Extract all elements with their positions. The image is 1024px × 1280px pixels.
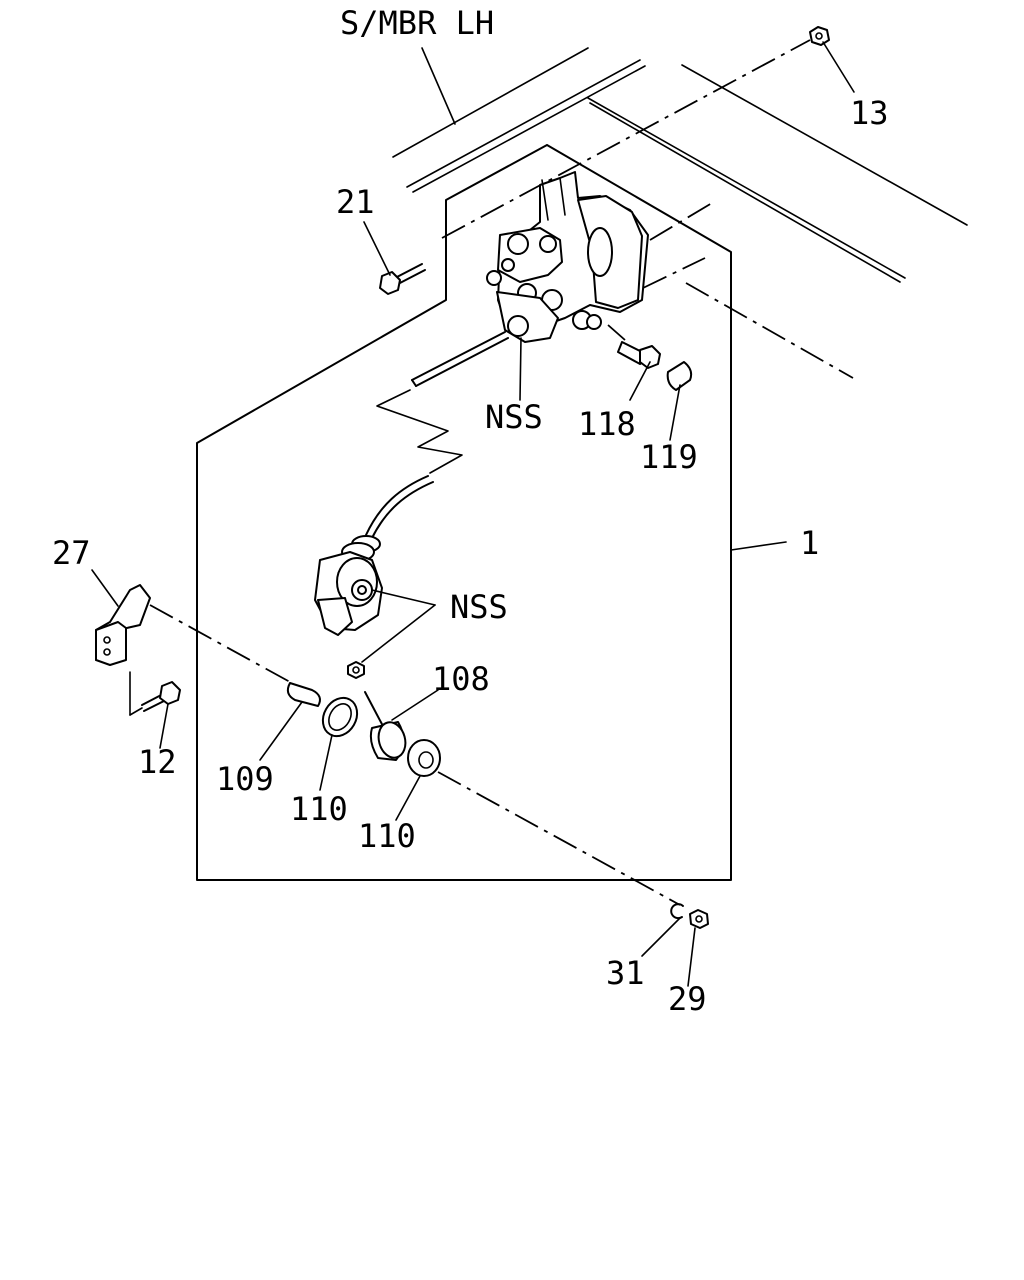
label-108: 108 <box>432 660 490 698</box>
leader-lines <box>91 41 855 987</box>
label-21: 21 <box>336 183 375 221</box>
label-29: 29 <box>668 980 707 1018</box>
centerlines <box>129 39 854 906</box>
control-cable <box>365 331 509 539</box>
label-118: 118 <box>578 405 636 443</box>
label-assembly-1: 1 <box>800 524 819 562</box>
label-31: 31 <box>606 954 645 992</box>
lower-actuator <box>314 535 383 679</box>
label-110-a: 110 <box>290 790 348 828</box>
bushing-108 <box>364 691 407 761</box>
side-member-frame <box>392 47 968 283</box>
bolt-118 <box>617 341 661 369</box>
label-109: 109 <box>216 760 274 798</box>
cap-119 <box>666 361 693 391</box>
label-nss-lower: NSS <box>450 588 508 626</box>
label-frame: S/MBR LH <box>340 4 494 42</box>
label-12: 12 <box>138 743 177 781</box>
actuator-body <box>486 171 649 343</box>
assembly-boundary <box>196 144 732 881</box>
label-119: 119 <box>640 438 698 476</box>
label-110-b: 110 <box>358 817 416 855</box>
clip-31 <box>670 903 684 920</box>
bolt-12 <box>141 681 181 712</box>
pin-109 <box>286 682 321 707</box>
washer-110-b <box>407 739 441 777</box>
label-nss-upper: NSS <box>485 398 543 436</box>
labels: S/MBR LH 13 21 NSS 118 119 1 27 NSS 108 … <box>52 4 889 1018</box>
bracket-27 <box>95 584 151 666</box>
label-13: 13 <box>850 94 889 132</box>
label-27: 27 <box>52 534 91 572</box>
nut-29 <box>689 909 709 929</box>
nut-13 <box>809 26 830 46</box>
bolt-21 <box>379 263 426 295</box>
washer-110-a <box>321 696 359 738</box>
